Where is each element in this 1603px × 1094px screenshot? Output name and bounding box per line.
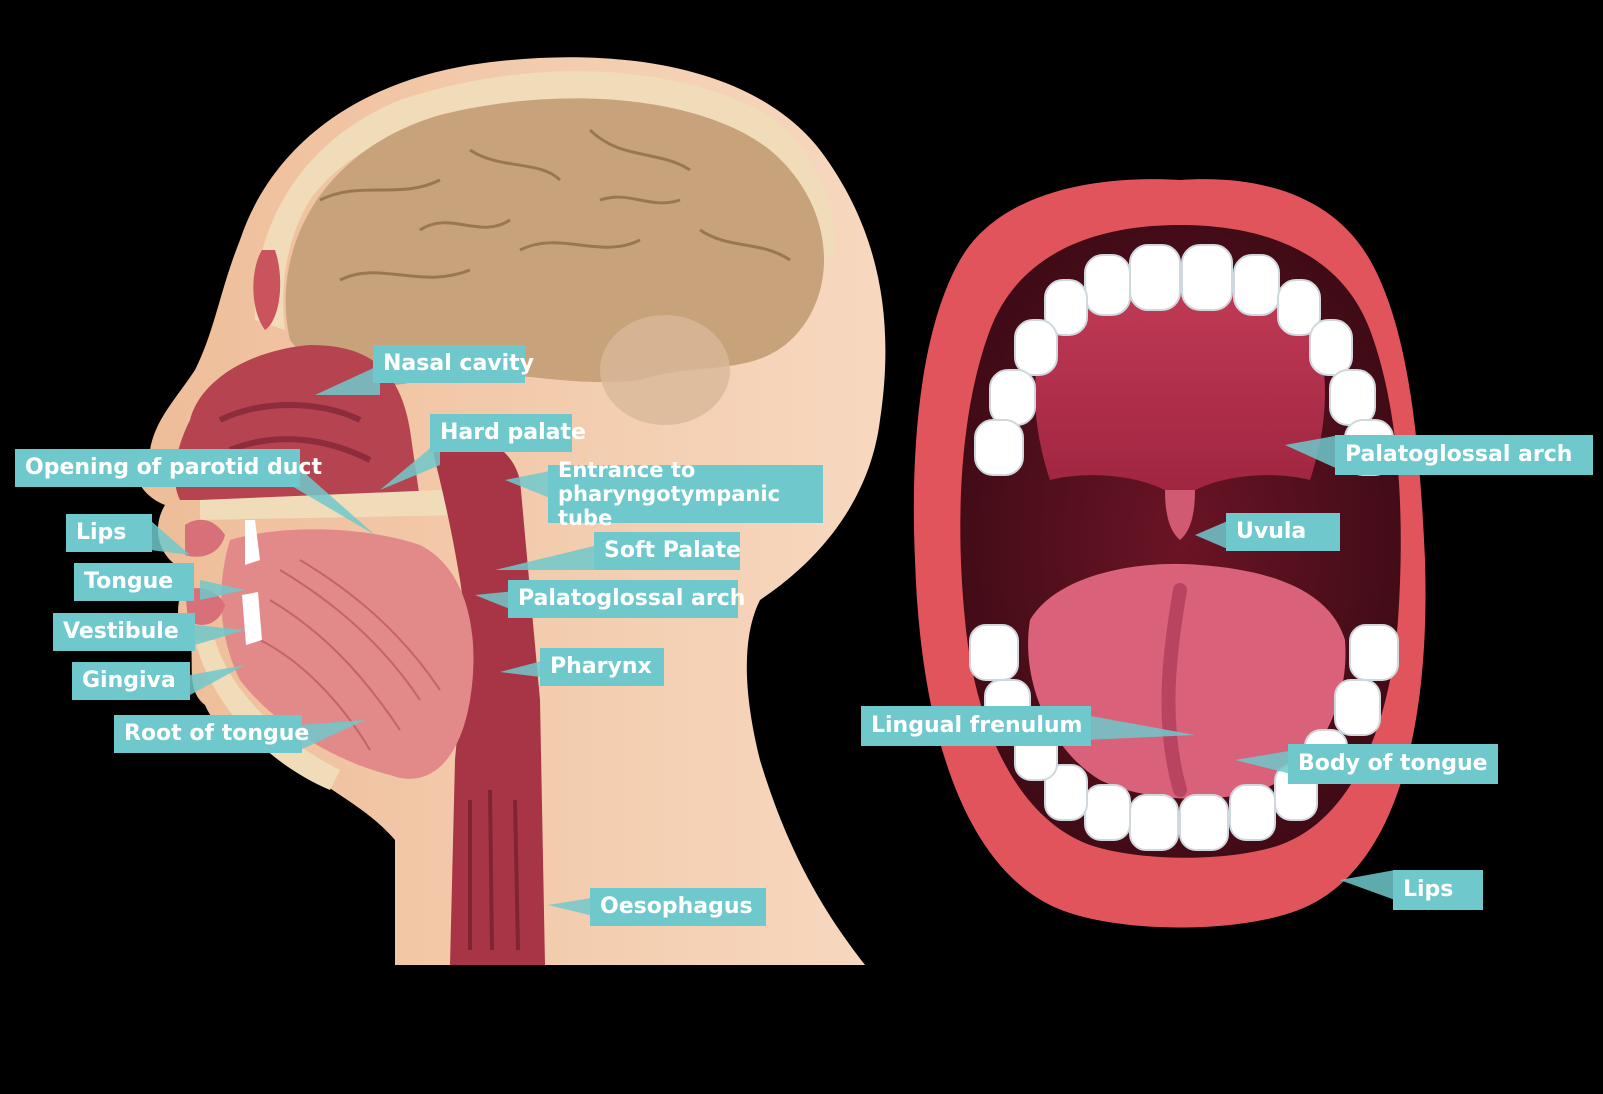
palate — [1035, 290, 1325, 500]
label-lingual-frenulum: Lingual frenulum — [861, 706, 1091, 746]
label-vestibule: Vestibule — [53, 613, 195, 651]
entrance-line1: Entrance to — [558, 457, 696, 482]
label-gingiva: Gingiva — [72, 662, 190, 700]
label-pharynx: Pharynx — [540, 648, 664, 686]
label-hard-palate: Hard palate — [430, 414, 586, 452]
label-lips-mouth: Lips — [1393, 870, 1483, 910]
tongue-shape — [1028, 563, 1346, 799]
label-entrance-to-pharyngotympanic-tube: Entrance to pharyngotympanic tube — [548, 458, 823, 530]
open-mouth-illustration — [913, 179, 1426, 928]
label-oesophagus: Oesophagus — [590, 888, 766, 926]
label-opening-of-parotid-duct: Opening of parotid duct — [15, 449, 322, 487]
label-root-of-tongue: Root of tongue — [114, 715, 309, 753]
label-palatoglossal-arch-mouth: Palatoglossal arch — [1335, 435, 1593, 475]
label-lips-head: Lips — [66, 514, 152, 552]
label-nasal-cavity: Nasal cavity — [373, 345, 534, 383]
label-pointers — [150, 365, 1395, 920]
label-soft-palate: Soft Palate — [594, 532, 741, 570]
entrance-line2: pharyngotympanic tube — [558, 481, 781, 531]
label-palatoglossal-arch-head: Palatoglossal arch — [508, 580, 745, 618]
label-uvula: Uvula — [1226, 513, 1340, 551]
label-body-of-tongue: Body of tongue — [1288, 744, 1498, 784]
label-tongue-head: Tongue — [74, 563, 194, 601]
uvula-shape — [1165, 490, 1195, 540]
